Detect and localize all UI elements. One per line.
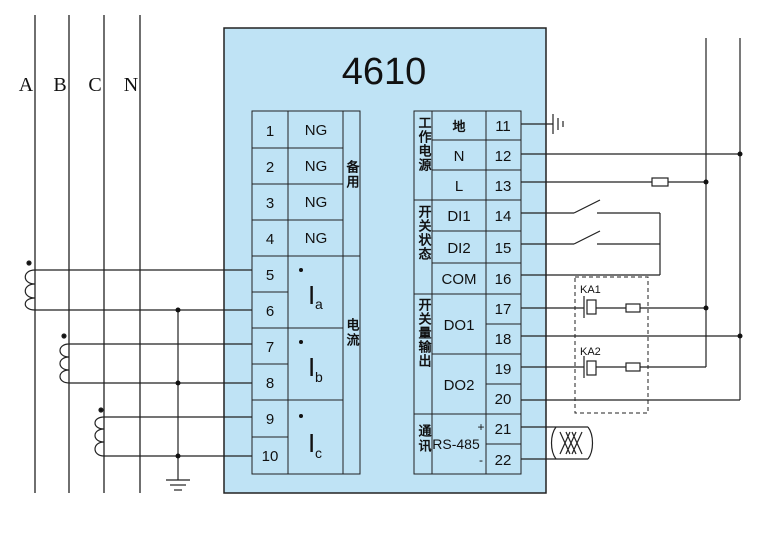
ic-main: I — [308, 428, 315, 458]
right-terminal-labels: 地 N L DI1 DI2 COM DO1 DO2 RS-485 + - — [432, 119, 484, 467]
terminal-2-label: NG — [305, 158, 328, 175]
terminal-10-num: 10 — [262, 448, 279, 465]
terminal-6-num: 6 — [266, 303, 274, 320]
terminal-14-num: 14 — [495, 208, 512, 225]
ct-phase-b — [59, 333, 70, 384]
terminal-12-num: 12 — [495, 148, 512, 165]
junction-dots-left — [175, 307, 181, 459]
terminal-4-label: NG — [305, 230, 328, 247]
terminal-1-label: NG — [305, 122, 328, 139]
terminal-11-label: 地 — [452, 119, 465, 135]
terminal-14-label: DI1 — [447, 208, 470, 225]
terminal-15-label: DI2 — [447, 240, 470, 257]
relay-box — [574, 276, 649, 414]
terminal-15-num: 15 — [495, 240, 512, 257]
group-switch-output-label: 开关量输出 — [416, 298, 432, 368]
terminal-2-num: 2 — [266, 159, 274, 176]
terminal-20-num: 20 — [495, 391, 512, 408]
group-switch-state-label: 开关状态 — [416, 205, 432, 261]
phase-buses — [34, 15, 141, 493]
current-input-ia: I a — [299, 268, 323, 312]
terminal-18-num: 18 — [495, 331, 512, 348]
terminal-3-num: 3 — [266, 195, 274, 212]
do2-label: DO2 — [444, 377, 475, 394]
rs485-minus: - — [479, 453, 483, 467]
terminal-13-label: L — [455, 178, 463, 195]
relay-ka1-label: KA1 — [580, 284, 601, 296]
ia-main: I — [308, 280, 315, 310]
current-input-ic: I c — [299, 414, 322, 461]
device-panel — [223, 27, 547, 494]
rs485-plus: + — [477, 420, 484, 434]
terminal-8-num: 8 — [266, 375, 274, 392]
ct-secondary-wires — [35, 269, 252, 491]
terminal-21-num: 21 — [495, 421, 512, 438]
terminal-9-num: 9 — [266, 411, 274, 428]
ic-sub: c — [315, 445, 322, 461]
group-current-label: 电流 — [344, 317, 360, 348]
terminal-16-label: COM — [442, 271, 477, 288]
current-input-ib: I b — [299, 340, 323, 385]
terminal-7-num: 7 — [266, 339, 274, 356]
terminal-5-num: 5 — [266, 267, 274, 284]
terminal-17-num: 17 — [495, 301, 512, 318]
phase-a-label: A — [19, 74, 34, 96]
terminal-16-num: 16 — [495, 271, 512, 288]
left-terminal-numbers: 1 2 3 4 5 6 7 8 9 10 — [262, 123, 279, 465]
group-spare-label: 备用 — [344, 159, 361, 190]
relay-ka2-label: KA2 — [580, 346, 601, 358]
left-terminal-block — [251, 110, 361, 475]
phase-b-label: B — [53, 74, 66, 96]
terminal-3-label: NG — [305, 194, 328, 211]
ct-phase-a — [24, 260, 36, 311]
terminal-11-num: 11 — [495, 118, 511, 135]
right-side-wiring — [521, 38, 741, 460]
group-comm-label: 通讯 — [416, 423, 432, 454]
terminal-12-label: N — [454, 148, 465, 165]
ib-sub: b — [315, 369, 323, 385]
terminal-19-num: 19 — [495, 361, 512, 378]
phase-n-label: N — [124, 74, 138, 96]
ia-sub: a — [315, 296, 323, 312]
terminal-1-num: 1 — [266, 123, 274, 140]
group-power-label: 工作电源 — [416, 116, 432, 172]
rs485-label: RS-485 — [432, 436, 480, 452]
right-terminal-numbers: 11 12 13 14 15 16 17 18 19 20 21 22 — [495, 118, 512, 469]
ct-phase-c — [94, 407, 105, 457]
left-terminal-labels: NG NG NG NG — [305, 122, 328, 247]
do1-label: DO1 — [444, 317, 475, 334]
terminal-4-num: 4 — [266, 231, 274, 248]
terminal-22-num: 22 — [495, 452, 512, 469]
right-terminal-block — [413, 110, 522, 475]
ib-main: I — [308, 352, 315, 382]
device-model: 4610 — [342, 51, 427, 93]
junction-dots-right — [703, 151, 743, 339]
terminal-13-num: 13 — [495, 178, 512, 195]
phase-c-label: C — [88, 74, 101, 96]
